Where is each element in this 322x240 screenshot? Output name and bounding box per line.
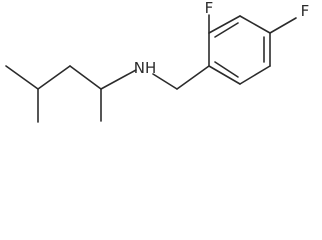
ring-bond-6	[208, 65, 241, 85]
ring-bond-3	[239, 15, 271, 34]
bond-ring-to-fluorine-para	[269, 17, 297, 34]
bond-benzyl-ch2-to-ring	[176, 65, 210, 90]
bond-ch-to-nh	[100, 69, 137, 90]
bond-nh-to-benzyl-ch2	[152, 73, 178, 90]
fluorine-para-label: F	[301, 2, 310, 20]
molecule-structure: NH F F	[5, 0, 310, 123]
bond-ch2-to-ch	[69, 65, 102, 90]
ring-double-bond-1	[214, 22, 239, 38]
bond-methyl-a-to-isopropyl-ch	[5, 65, 39, 90]
ring-double-bond-3	[214, 61, 239, 78]
bond-isopropyl-ch-to-ch2	[37, 65, 71, 90]
fluorine-ortho-label: F	[205, 0, 214, 17]
ring-bond-5	[239, 65, 271, 85]
ring-bond-2	[208, 15, 241, 34]
nitrogen-label: NH	[134, 59, 157, 77]
